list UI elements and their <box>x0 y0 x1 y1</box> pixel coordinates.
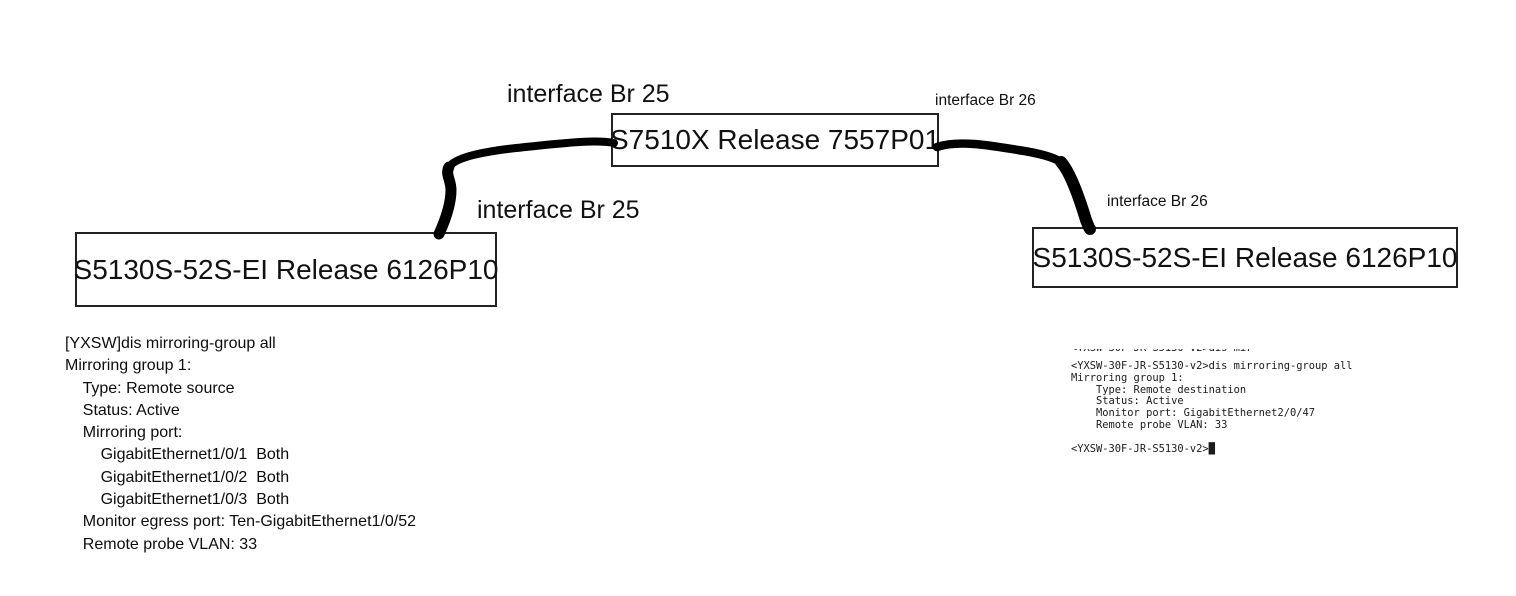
link-core-to-right-across-stroke <box>932 139 1066 167</box>
terminal-line: Status: Active <box>1071 395 1184 408</box>
terminal-prompt-line: <YXSW-30F-JR-S5130-v2>█ <box>1071 442 1353 456</box>
terminal-cursor: █ <box>1208 442 1215 455</box>
link-core-to-right-down-stroke <box>1055 156 1096 235</box>
link-label-core-left: interface Br 25 <box>507 80 670 108</box>
console-line: Mirroring port: <box>65 424 183 442</box>
console-line: Mirroring group 1: <box>65 357 192 375</box>
terminal-prompt: <YXSW-30F-JR-S5130-v2> <box>1071 442 1209 455</box>
core-switch-node: S7510X Release 7557P01 <box>609 113 941 167</box>
terminal-line: Remote probe VLAN: 33 <box>1071 418 1228 431</box>
console-line: Monitor egress port: Ten-GigabitEthernet… <box>65 513 417 531</box>
left-switch-label: S5130S-52S-EI Release 6126P10 <box>73 253 499 285</box>
link-label-core-right: interface Br 26 <box>935 92 1036 109</box>
console-line: GigabitEthernet1/0/1 Both <box>65 446 290 464</box>
terminal-line: <YXSW-30F-JR-S5130-v2>dis mirroring-grou… <box>1071 360 1353 372</box>
link-core-to-left-down-stroke <box>433 161 457 240</box>
core-switch-label: S7510X Release 7557P01 <box>609 124 941 155</box>
right-switch-node: S5130S-52S-EI Release 6126P10 <box>1032 227 1458 288</box>
link-core-to-left-across-stroke <box>445 137 618 171</box>
console-line: GigabitEthernet1/0/2 Both <box>65 468 290 486</box>
right-switch-label: S5130S-52S-EI Release 6126P10 <box>1032 241 1458 273</box>
terminal-line: Type: Remote destination <box>1071 383 1247 396</box>
console-line: Remote probe VLAN: 33 <box>65 535 258 553</box>
console-line: Status: Active <box>65 401 180 419</box>
terminal-screenshot: <YXSW-30F-JR-S5130-v2>dis mirroring-grou… <box>1071 360 1353 456</box>
left-switch-node: S5130S-52S-EI Release 6126P10 <box>73 232 499 307</box>
console-line: GigabitEthernet1/0/3 Both <box>65 491 290 509</box>
console-line: [YXSW]dis mirroring-group all <box>65 335 276 352</box>
terminal-line: Monitor port: GigabitEthernet2/0/47 <box>1071 407 1315 420</box>
link-label-right-switch: interface Br 26 <box>1107 193 1208 210</box>
console-line: Type: Remote source <box>65 379 235 397</box>
terminal-line: Mirroring group 1: <box>1071 371 1184 384</box>
link-label-left-switch: interface Br 25 <box>477 196 640 224</box>
terminal-clipped-line: <YXSW-30F-JR-S5130-v2>dis mir <box>1071 349 1252 355</box>
left-console-output: [YXSW]dis mirroring-group all Mirroring … <box>65 333 416 556</box>
